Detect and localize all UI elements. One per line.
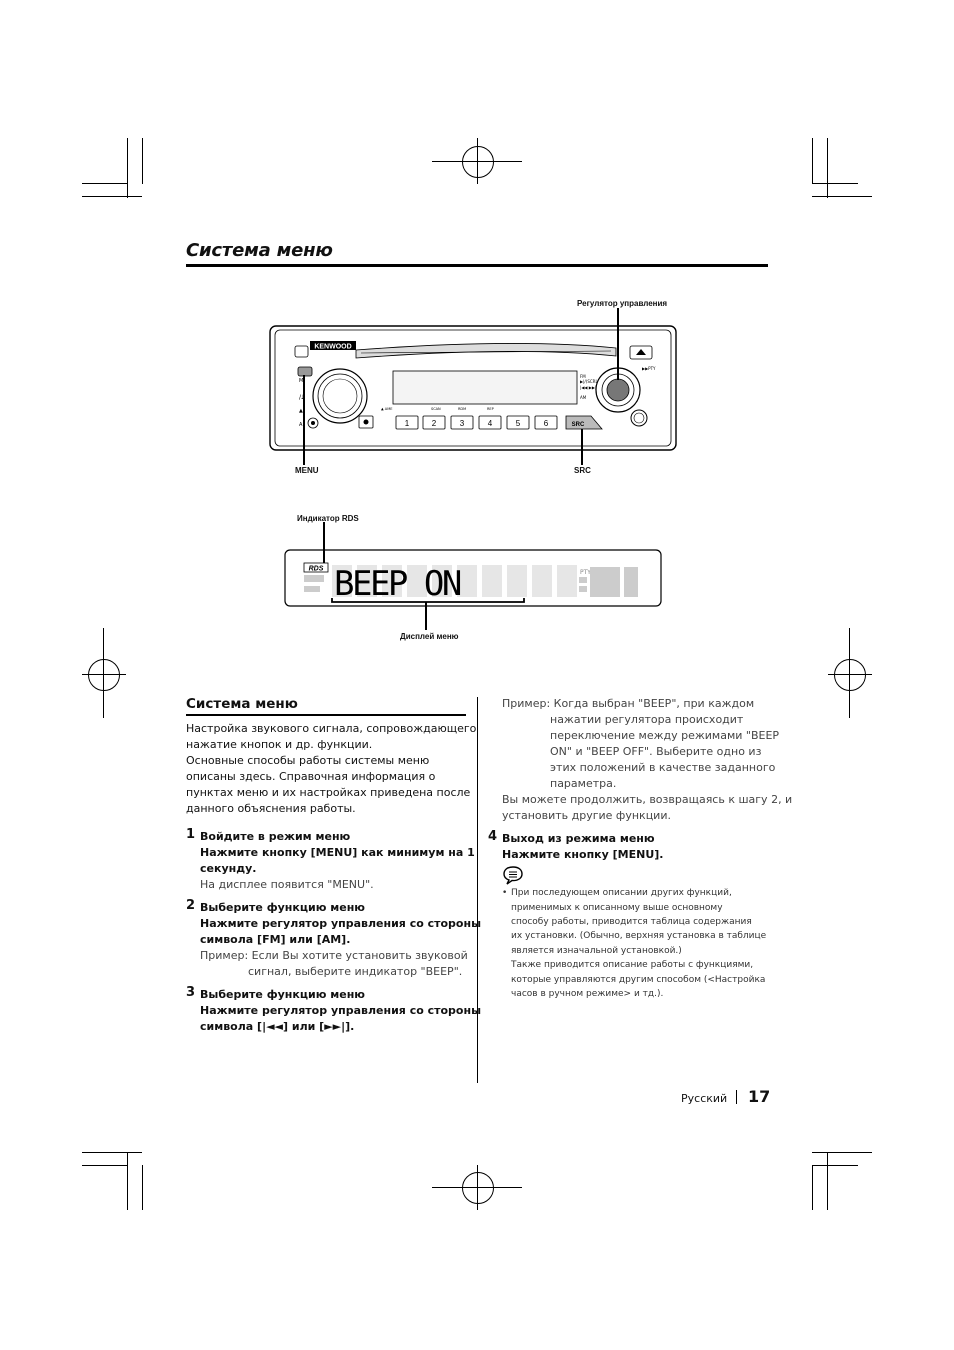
intro-line-3: Основные способы работы системы меню [186,754,430,767]
example-line-3: переключение между режимами "BEEP [550,729,780,742]
footnote-line-4: их установки. (Обычно, верхняя установка… [511,931,767,941]
footnote-line-7: которые управляются другим способом (<На… [511,975,766,985]
step-4-heading: Выход из режима меню [502,832,655,845]
step-2-note-1: Пример: Если Вы хотите установить звуков… [200,949,468,962]
footnote-bullet: • [502,888,508,898]
step-4-number: 4 [488,829,498,844]
callout-menu: MENU [295,466,319,475]
svg-text:REP: REP [487,407,494,411]
intro-line-4: описаны здесь. Справочная информация о [186,770,436,783]
continue-line-1: Вы можете продолжить, возвращаясь к шагу… [502,793,793,806]
preset-key-4: 4 [488,419,493,428]
step-4-instruction-1: Нажмите кнопку [MENU]. [502,848,664,861]
step-3-number: 3 [186,985,196,1000]
footnote-line-2: применимых к описанному выше основному [511,903,723,913]
footer-language: Русский [681,1092,728,1105]
src-key: SRC [572,422,585,428]
svg-text:FM: FM [580,374,586,379]
svg-text:SCAN: SCAN [431,407,441,411]
step-2-note-2: сигнал, выберите индикатор "BEEP". [248,965,463,978]
step-1-instruction-1: Нажмите кнопку [MENU] как минимум на 1 [200,846,475,859]
step-1-instruction-2: секунду. [200,862,257,875]
preset-key-1: 1 [405,419,410,428]
callout-rds-indicator: Индикатор RDS [297,514,359,523]
step-1-number: 1 [186,827,196,842]
svg-text:▲: ▲ [299,408,303,414]
intro-line-2: нажатие кнопок и др. функции. [186,738,373,751]
footer-divider [736,1090,737,1104]
preset-key-6: 6 [544,419,549,428]
svg-text:▲ AME: ▲ AME [381,407,392,411]
intro-line-1: Настройка звукового сигнала, сопровождаю… [186,722,477,735]
step-2-instruction-2: символа [FM] или [AM]. [200,933,351,946]
svg-text:▶|/(SCRL): ▶|/(SCRL) [580,379,600,384]
rds-indicator: RDS [309,566,324,573]
step-1-note: На дисплее появится "MENU". [200,878,374,891]
step-2-instruction-1: Нажмите регулятор управления со стороны [200,917,482,930]
svg-text:▶▶PTY: ▶▶PTY [642,366,656,371]
svg-text:M: M [299,378,303,384]
example-line-6: параметра. [550,777,617,790]
example-line-2: нажатии регулятора происходит [550,713,744,726]
example-line-1: Пример: Когда выбран "BEEP", при каждом [502,697,755,710]
intro-line-5: пунктах меню и их настройках приведена п… [186,786,471,799]
step-2-number: 2 [186,898,196,913]
title-rule [186,264,768,267]
column-divider [477,697,478,1083]
continue-line-2: установить другие функции. [502,809,671,822]
section-rule [186,714,466,716]
example-line-5: этих положений в качестве заданного [550,761,776,774]
display-figure: RDS BEEP ON PTY [284,522,662,630]
page-number: 17 [748,1087,771,1106]
svg-text:PTY: PTY [580,569,591,576]
callout-display: Дисплей меню [400,632,459,641]
brand-logo: KENWOOD [314,344,351,351]
head-unit-figure: KENWOOD M /♪ ▲ A FM ▶|/(SCRL) |◀◀ ▶▶| AM… [269,308,677,465]
svg-text:RDM: RDM [458,407,466,411]
footnote-line-8: часов в ручном режиме> и тд.). [511,989,664,999]
footnote-line-1: При последующем описании других функций, [511,888,732,898]
preset-key-3: 3 [460,419,465,428]
footnote-line-3: способу работы, приводится таблица содер… [511,917,752,927]
svg-text:|◀◀ ▶▶|: |◀◀ ▶▶| [580,385,596,390]
step-1-heading: Войдите в режим меню [200,830,351,843]
callout-control-knob: Регулятор управления [577,299,668,308]
step-3-heading: Выберите функцию меню [200,988,365,1001]
preset-key-2: 2 [432,419,437,428]
footnote-line-5: является изначальной установкой.) [511,946,682,956]
section-title: Система меню [186,696,298,712]
display-text: BEEP ON [334,564,461,604]
svg-text:/♪: /♪ [299,394,305,401]
svg-text:AM: AM [580,395,587,400]
step-2-heading: Выберите функцию меню [200,901,365,914]
step-3-instruction-1: Нажмите регулятор управления со стороны [200,1004,482,1017]
callout-src: SRC [574,466,591,475]
svg-text:A: A [299,422,303,428]
footnote-line-6: Также приводится описание работы с функц… [511,960,754,970]
note-icon [503,866,523,885]
example-line-4: ON" и "BEEP OFF". Выберите одно из [550,745,762,758]
preset-key-5: 5 [516,419,521,428]
step-3-instruction-2: символа [|◄◄] или [►►|]. [200,1020,355,1033]
page-title: Система меню [186,240,333,261]
intro-line-6: данного объяснения работы. [186,802,356,815]
